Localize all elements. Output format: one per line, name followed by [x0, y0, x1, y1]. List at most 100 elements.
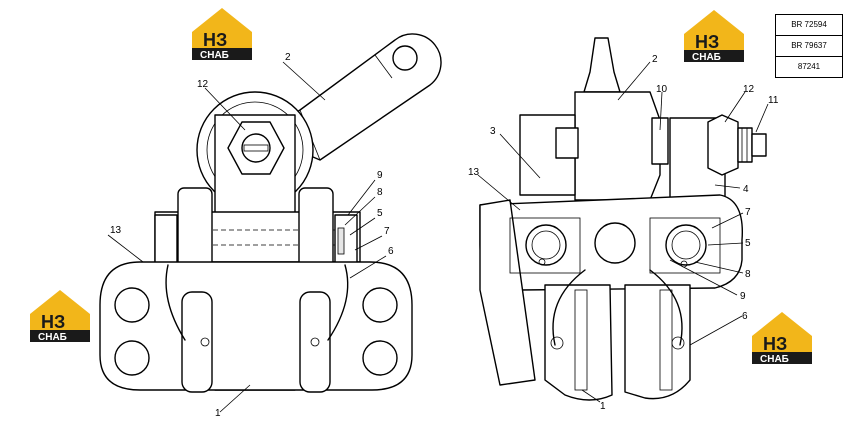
leader-l8	[344, 196, 376, 226]
left-bore-inner	[531, 230, 561, 260]
nut-slot	[243, 144, 269, 152]
left-bore-box	[509, 217, 581, 274]
callout-r7: 7	[745, 207, 751, 218]
upright-body	[574, 91, 661, 201]
logo-band	[30, 330, 90, 342]
callout-r2: 2	[652, 54, 658, 65]
screw-threads	[741, 128, 748, 162]
callout-l2: 2	[285, 52, 291, 63]
top-spike	[583, 37, 621, 93]
logo-mark: НЗ	[41, 312, 65, 332]
logo-house-shape	[192, 8, 252, 48]
leader-r11	[755, 103, 769, 133]
part-number-table: BR 72594 BR 79637 87241	[775, 14, 843, 78]
spring-eye-l	[550, 336, 564, 350]
logo-top-right: НЗ СНАБ	[684, 10, 744, 63]
callout-l6: 6	[388, 246, 394, 257]
callout-r6: 6	[742, 311, 748, 322]
callout-r5: 5	[745, 238, 751, 249]
leader-l1	[219, 384, 251, 413]
logo-house-shape	[30, 290, 90, 330]
logo-band	[192, 48, 252, 60]
callout-r1: 1	[600, 401, 606, 412]
logo-band	[752, 352, 812, 364]
callout-l13: 13	[110, 225, 122, 236]
logo-text: СНАБ	[200, 50, 229, 61]
leader-r9	[669, 259, 738, 296]
base-hole-tr	[362, 287, 398, 323]
callout-l12: 12	[197, 79, 209, 90]
leader-r12	[724, 91, 746, 123]
logo-house-shape	[684, 10, 744, 50]
part-number-2: BR 79637	[776, 36, 842, 57]
callout-r12: 12	[743, 84, 755, 95]
logo-bottom-left: НЗ СНАБ	[30, 290, 90, 343]
clip-l	[538, 258, 546, 266]
arm-hole	[392, 45, 418, 71]
callout-r13: 13	[468, 167, 480, 178]
right-assembly: 2 10 12 11 3 4 13 7 5 8 9 6 1	[468, 37, 779, 412]
spring-eye-r	[671, 336, 685, 350]
jaw-pin-l	[200, 337, 210, 347]
logo-bottom-right: НЗ СНАБ	[752, 312, 812, 365]
spring-r-right	[649, 269, 683, 346]
leader-r4	[714, 184, 741, 189]
logo-mark: НЗ	[763, 334, 787, 354]
logo-text: СНАБ	[38, 332, 67, 343]
leader-l2	[282, 61, 326, 101]
leader-r8	[694, 261, 744, 274]
sleeve-collar	[555, 127, 579, 159]
leader-l5	[349, 217, 376, 236]
right-jaw	[299, 291, 331, 393]
lower-jaw-left	[544, 284, 613, 401]
left-jaw	[181, 291, 213, 393]
callout-l7: 7	[384, 226, 390, 237]
logo-mark: НЗ	[695, 32, 719, 52]
base-hole-bl	[114, 340, 150, 376]
base-hole-br	[362, 340, 398, 376]
leader-l9	[347, 179, 376, 216]
left-assembly: 2 12 13 9 8 5 7 6 1	[99, 33, 442, 419]
leader-r6	[689, 315, 743, 346]
washer-11	[737, 127, 753, 163]
logo-house-shape	[752, 312, 812, 352]
callout-l5: 5	[377, 208, 383, 219]
key-8	[337, 227, 345, 255]
callout-r3: 3	[490, 126, 496, 137]
leader-l12	[204, 87, 246, 131]
logo-band	[684, 50, 744, 62]
part-number-1: BR 72594	[776, 15, 842, 36]
base-plate	[99, 261, 413, 391]
leader-l6	[349, 255, 387, 279]
part-number-3: 87241	[797, 62, 821, 71]
leader-r5	[707, 242, 744, 246]
right-bore-box	[649, 217, 721, 274]
jaw-slot-right	[659, 289, 673, 391]
leader-r7	[711, 212, 744, 229]
leader-r13	[477, 174, 521, 211]
spring-left	[165, 264, 186, 341]
logo-mark: НЗ	[203, 30, 227, 50]
lower-jaw-right	[624, 284, 691, 400]
bushing-10	[651, 117, 669, 165]
leader-r3	[499, 133, 541, 179]
callout-r10: 10	[656, 84, 668, 95]
callout-r11: 11	[768, 95, 779, 106]
logo-text: СНАБ	[760, 354, 789, 365]
leader-l7	[354, 235, 383, 251]
nut-bore	[241, 133, 271, 163]
base-hole-tl	[114, 287, 150, 323]
leader-r2	[617, 61, 651, 101]
logo-text: СНАБ	[692, 52, 721, 63]
callout-l8: 8	[377, 187, 383, 198]
callout-l9: 9	[377, 170, 383, 181]
left-block	[154, 214, 178, 268]
jaw-slot-left	[574, 289, 588, 391]
right-bore-inner	[671, 230, 701, 260]
side-column	[479, 199, 536, 386]
callout-r4: 4	[743, 184, 749, 195]
jaw-pin-r	[310, 337, 320, 347]
screw-11	[751, 133, 767, 157]
